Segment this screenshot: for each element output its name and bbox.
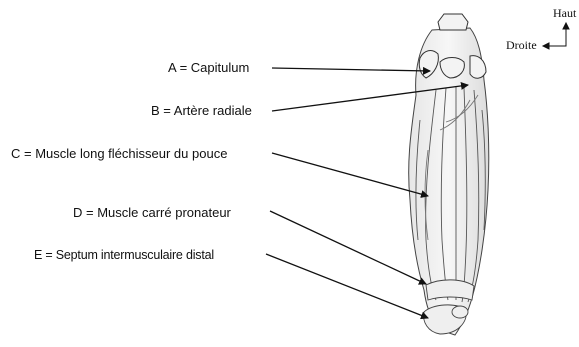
arrow-A — [272, 68, 430, 71]
label-b-radial-artery: B = Artère radiale — [151, 103, 252, 119]
arrow-D — [270, 211, 426, 284]
arrow-E — [266, 254, 428, 318]
compass-label-up: Haut — [553, 6, 576, 21]
compass-label-right: Droite — [506, 38, 537, 53]
label-a-capitulum: A = Capitulum — [168, 60, 249, 76]
orientation-compass — [543, 23, 569, 49]
label-c-flexor-pollicis-longus: C = Muscle long fléchisseur du pouce — [11, 146, 227, 162]
compass-arrow-up — [549, 28, 566, 46]
arrow-C — [272, 153, 428, 196]
label-d-pronator-quadratus: D = Muscle carré pronateur — [73, 205, 231, 221]
label-e-distal-septum: E = Septum intermusculaire distal — [34, 247, 214, 263]
